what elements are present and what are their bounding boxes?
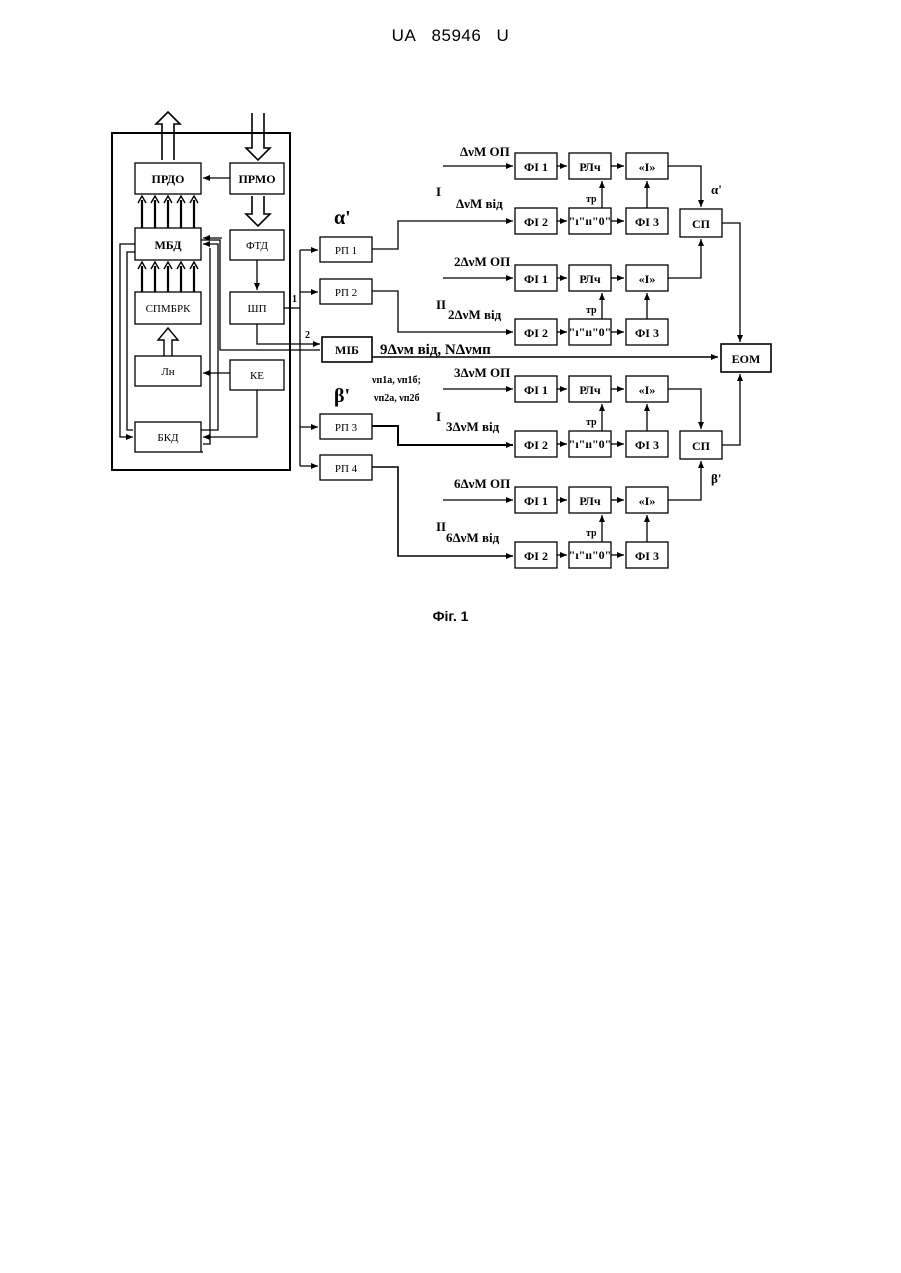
- label-fi1-r1: ФІ 1: [524, 160, 548, 174]
- label-rlch-r2: РЛч: [579, 272, 600, 286]
- label-bkd: БКД: [157, 432, 179, 444]
- label-rp1: РП 1: [335, 245, 357, 257]
- label-row4-vid: 6ΔνМ від: [446, 530, 500, 545]
- label-pulses-r3: "ı"ıı"0": [569, 437, 612, 451]
- label-fi3-r2: ФІ 3: [635, 326, 659, 340]
- label-roman-1a: I: [436, 184, 441, 199]
- label-shp: ШП: [247, 303, 266, 315]
- label-sp-alpha: СП: [692, 217, 711, 231]
- label-tr-r2: тр: [586, 305, 597, 316]
- label-row1-op: ΔνМ ОП: [460, 144, 510, 159]
- label-mib-freq-2: νп2а, νп2б: [373, 393, 419, 404]
- label-row2-op: 2ΔνМ ОП: [454, 254, 510, 269]
- label-fi2-r4: ФІ 2: [524, 549, 548, 563]
- label-port-2: 2: [305, 330, 310, 341]
- label-beta-out: β': [711, 471, 721, 486]
- label-and-r4: «І»: [639, 494, 656, 508]
- label-rp2: РП 2: [335, 287, 357, 299]
- label-row1-vid: ΔνМ від: [456, 196, 503, 211]
- label-row3-op: 3ΔνМ ОП: [454, 365, 510, 380]
- label-ftd: ФТД: [246, 240, 268, 252]
- label-pulses-r2: "ı"ıı"0": [569, 325, 612, 339]
- label-fi3-r4: ФІ 3: [635, 549, 659, 563]
- label-beta: β': [334, 385, 350, 407]
- label-ln: Лн: [161, 366, 174, 378]
- label-rp4: РП 4: [335, 463, 358, 475]
- label-pulses-r4: "ı"ıı"0": [569, 548, 612, 562]
- label-and-r3: «І»: [639, 383, 656, 397]
- label-alpha-out: α': [711, 182, 722, 197]
- label-mbd: МБД: [154, 238, 182, 252]
- label-roman-2a: II: [436, 297, 446, 312]
- label-fi2-r2: ФІ 2: [524, 326, 548, 340]
- block-diagram: ПРДО ПРМО МБД ФТД СПМБРК ШП Лн КЕ БКД РП…: [0, 0, 901, 600]
- label-ke: КЕ: [250, 370, 264, 382]
- label-port-1: 1: [292, 294, 297, 305]
- label-fi2-r1: ФІ 2: [524, 215, 548, 229]
- label-roman-2b: II: [436, 519, 446, 534]
- label-row2-vid: 2ΔνМ від: [448, 307, 502, 322]
- figure-caption: Фіг. 1: [0, 608, 901, 624]
- label-eom: ЕОМ: [732, 352, 761, 366]
- label-tr-r4: тр: [586, 528, 597, 539]
- label-sp-beta: СП: [692, 439, 711, 453]
- label-fi3-r3: ФІ 3: [635, 438, 659, 452]
- label-prmo: ПРМО: [238, 172, 275, 186]
- label-rlch-r1: РЛч: [579, 160, 600, 174]
- label-tr-r3: тр: [586, 417, 597, 428]
- label-rlch-r3: РЛч: [579, 383, 600, 397]
- label-mib-output: 9Δνм від, NΔνмп: [380, 342, 491, 358]
- label-pulses-r1: "ı"ıı"0": [569, 214, 612, 228]
- label-spmbrk: СПМБРК: [146, 303, 191, 315]
- label-and-r2: «І»: [639, 272, 656, 286]
- label-fi1-r2: ФІ 1: [524, 272, 548, 286]
- label-rlch-r4: РЛч: [579, 494, 600, 508]
- label-fi1-r4: ФІ 1: [524, 494, 548, 508]
- label-alpha: α': [334, 207, 351, 229]
- label-mib-freq-1: νп1а, νп1б;: [371, 375, 421, 386]
- label-mib: МІБ: [335, 343, 359, 357]
- label-rp3: РП 3: [335, 422, 358, 434]
- label-fi3-r1: ФІ 3: [635, 215, 659, 229]
- label-fi1-r3: ФІ 1: [524, 383, 548, 397]
- label-tr-r1: тр: [586, 194, 597, 205]
- label-prdo: ПРДО: [152, 172, 185, 186]
- label-fi2-r3: ФІ 2: [524, 438, 548, 452]
- label-and-r1: «І»: [639, 160, 656, 174]
- label-row4-op: 6ΔνМ ОП: [454, 476, 510, 491]
- label-roman-1b: I: [436, 409, 441, 424]
- label-row3-vid: 3ΔνМ від: [446, 419, 500, 434]
